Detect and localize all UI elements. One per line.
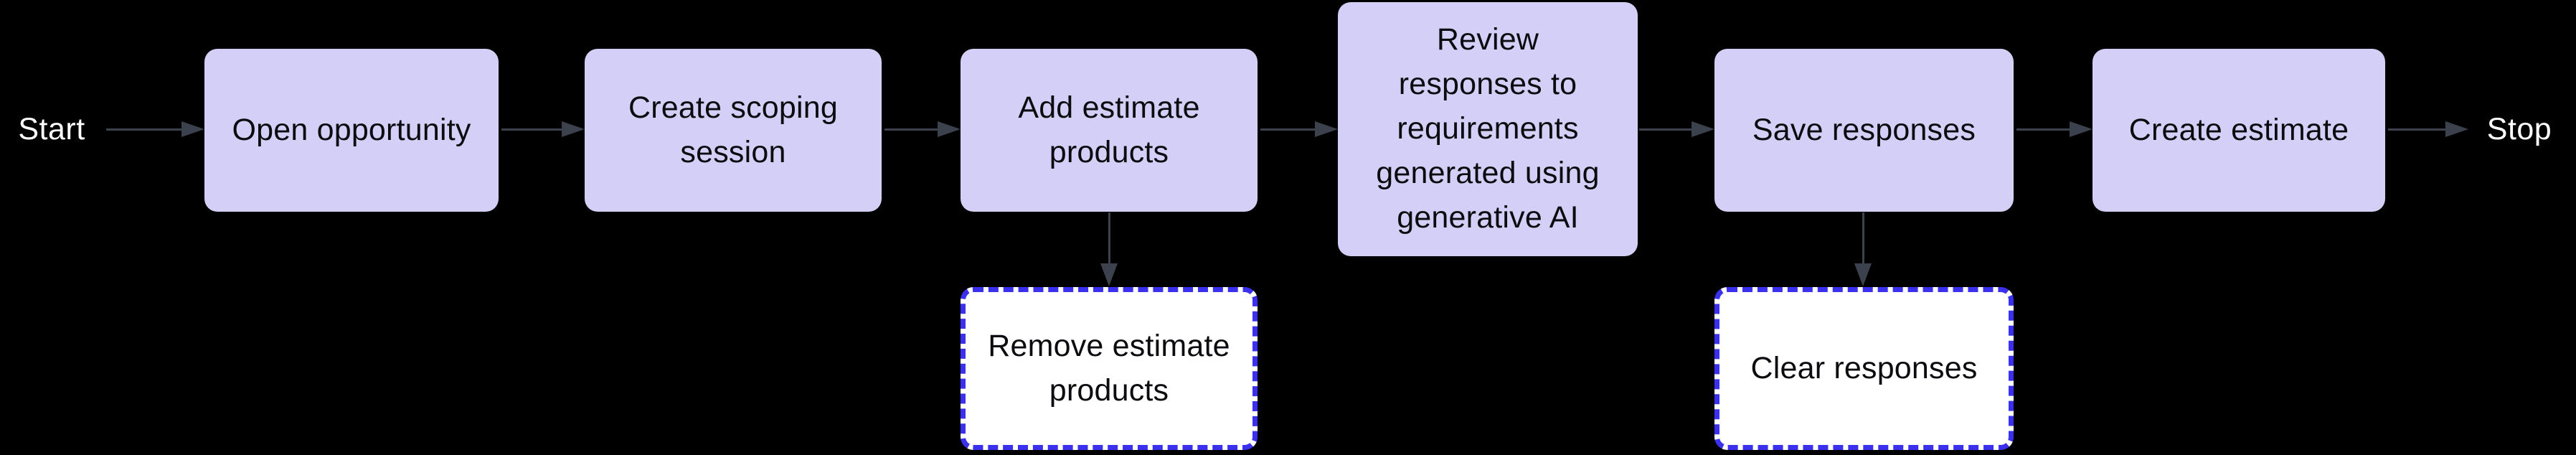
arrow-start-to-open-opportunity xyxy=(106,121,204,137)
node-add-estimate-products: Add estimate products xyxy=(961,49,1258,212)
node-review-responses-label: Review responses to requirements generat… xyxy=(1376,22,1600,235)
arrowhead-right-icon xyxy=(1315,121,1338,137)
node-create-estimate: Create estimate xyxy=(2093,49,2385,212)
start-label: Start xyxy=(18,111,85,146)
arrow-line xyxy=(1108,212,1110,263)
node-open-opportunity: Open opportunity xyxy=(204,49,499,212)
arrowhead-right-icon xyxy=(2445,121,2468,137)
node-open-opportunity-label: Open opportunity xyxy=(232,112,471,147)
node-review-responses: Review responses to requirements generat… xyxy=(1338,2,1638,256)
arrowhead-right-icon xyxy=(562,121,585,137)
node-add-estimate-products-label: Add estimate products xyxy=(1018,90,1200,169)
arrow-create-estimate-to-stop xyxy=(2388,121,2468,137)
arrow-save-responses-to-create-estimate xyxy=(2016,121,2093,137)
arrow-line xyxy=(1639,128,1692,131)
node-save-responses-label: Save responses xyxy=(1752,112,1976,147)
stop-label: Stop xyxy=(2486,111,2552,146)
arrow-save-responses-to-clear-responses xyxy=(1854,212,1872,286)
arrow-review-responses-to-save-responses xyxy=(1639,121,1714,137)
arrow-add-estimate-products-to-remove-estimate-products xyxy=(1100,212,1118,286)
node-create-scoping-session-label: Create scoping session xyxy=(628,90,839,169)
arrowhead-right-icon xyxy=(2070,121,2093,137)
arrowhead-down-icon xyxy=(1100,263,1118,286)
arrowhead-right-icon xyxy=(1692,121,1714,137)
node-create-scoping-session: Create scoping session xyxy=(585,49,882,212)
arrowhead-right-icon xyxy=(938,121,961,137)
arrow-line xyxy=(2388,128,2445,131)
node-create-estimate-label: Create estimate xyxy=(2128,112,2349,147)
node-remove-estimate-products-label: Remove estimate products xyxy=(988,328,1230,408)
node-save-responses: Save responses xyxy=(1714,49,2014,212)
arrow-line xyxy=(1260,128,1315,131)
arrowhead-right-icon xyxy=(181,121,204,137)
node-clear-responses: Clear responses xyxy=(1714,287,2014,450)
arrow-line xyxy=(501,128,562,131)
arrow-line xyxy=(1862,212,1864,263)
arrow-line xyxy=(106,128,181,131)
arrow-line xyxy=(2016,128,2070,131)
node-clear-responses-label: Clear responses xyxy=(1750,350,1978,385)
arrow-add-estimate-products-to-review-responses xyxy=(1260,121,1338,137)
arrow-create-scoping-session-to-add-estimate-products xyxy=(884,121,961,137)
arrow-line xyxy=(884,128,938,131)
node-remove-estimate-products: Remove estimate products xyxy=(961,287,1258,450)
arrowhead-down-icon xyxy=(1854,263,1872,286)
arrow-open-opportunity-to-create-scoping-session xyxy=(501,121,585,137)
